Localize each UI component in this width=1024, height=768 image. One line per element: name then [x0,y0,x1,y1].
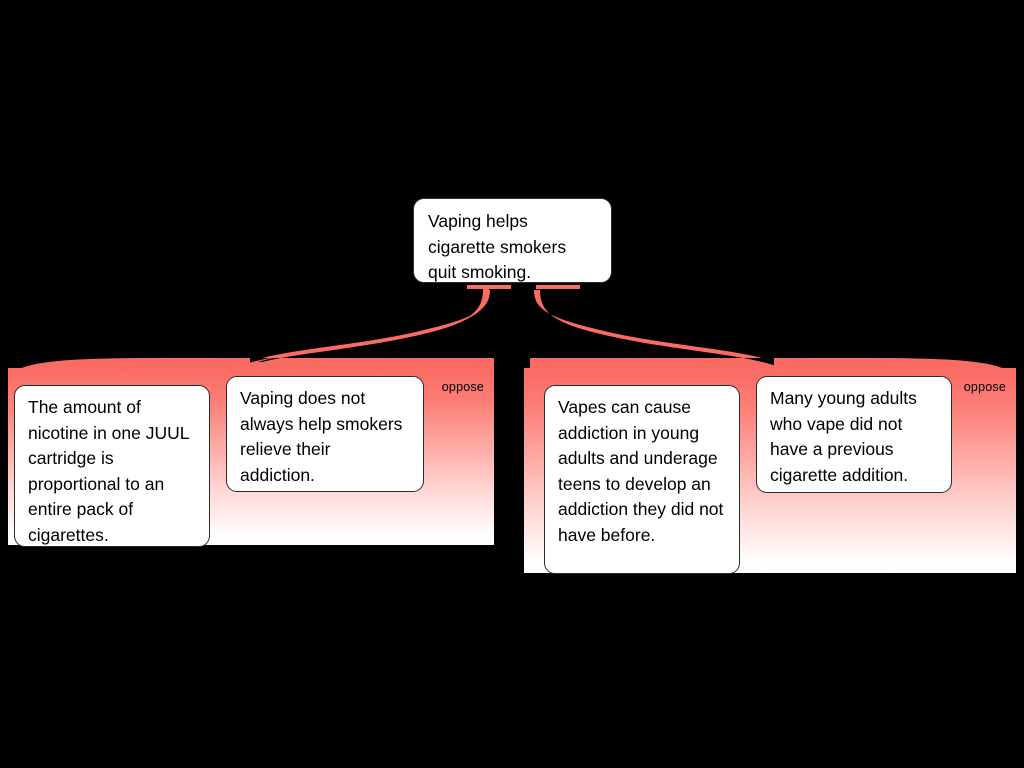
main-claim-node[interactable]: Vaping helps cigarette smokers quit smok… [413,198,612,283]
connector-stub-right [536,285,580,289]
reason-card-right-1-text: Vapes can cause addiction in young adult… [558,397,724,545]
reason-card-right-2-text: Many young adults who vape did not have … [770,388,917,485]
reason-card-right-1[interactable]: Vapes can cause addiction in young adult… [544,385,740,574]
relation-label-right: oppose [963,380,1006,394]
reason-card-right-2[interactable]: Many young adults who vape did not have … [756,376,952,493]
connector-stub-left [467,285,511,289]
reason-card-left-2-text: Vaping does not always help smokers reli… [240,388,403,485]
main-claim-text: Vaping helps cigarette smokers quit smok… [428,211,567,282]
relation-label-left: oppose [441,380,484,394]
reason-card-left-1-text: The amount of nicotine in one JUUL cartr… [28,397,189,545]
connector-arm-left [234,289,494,372]
reason-card-left-2[interactable]: Vaping does not always help smokers reli… [226,376,424,492]
reason-card-left-1[interactable]: The amount of nicotine in one JUUL cartr… [14,385,210,547]
